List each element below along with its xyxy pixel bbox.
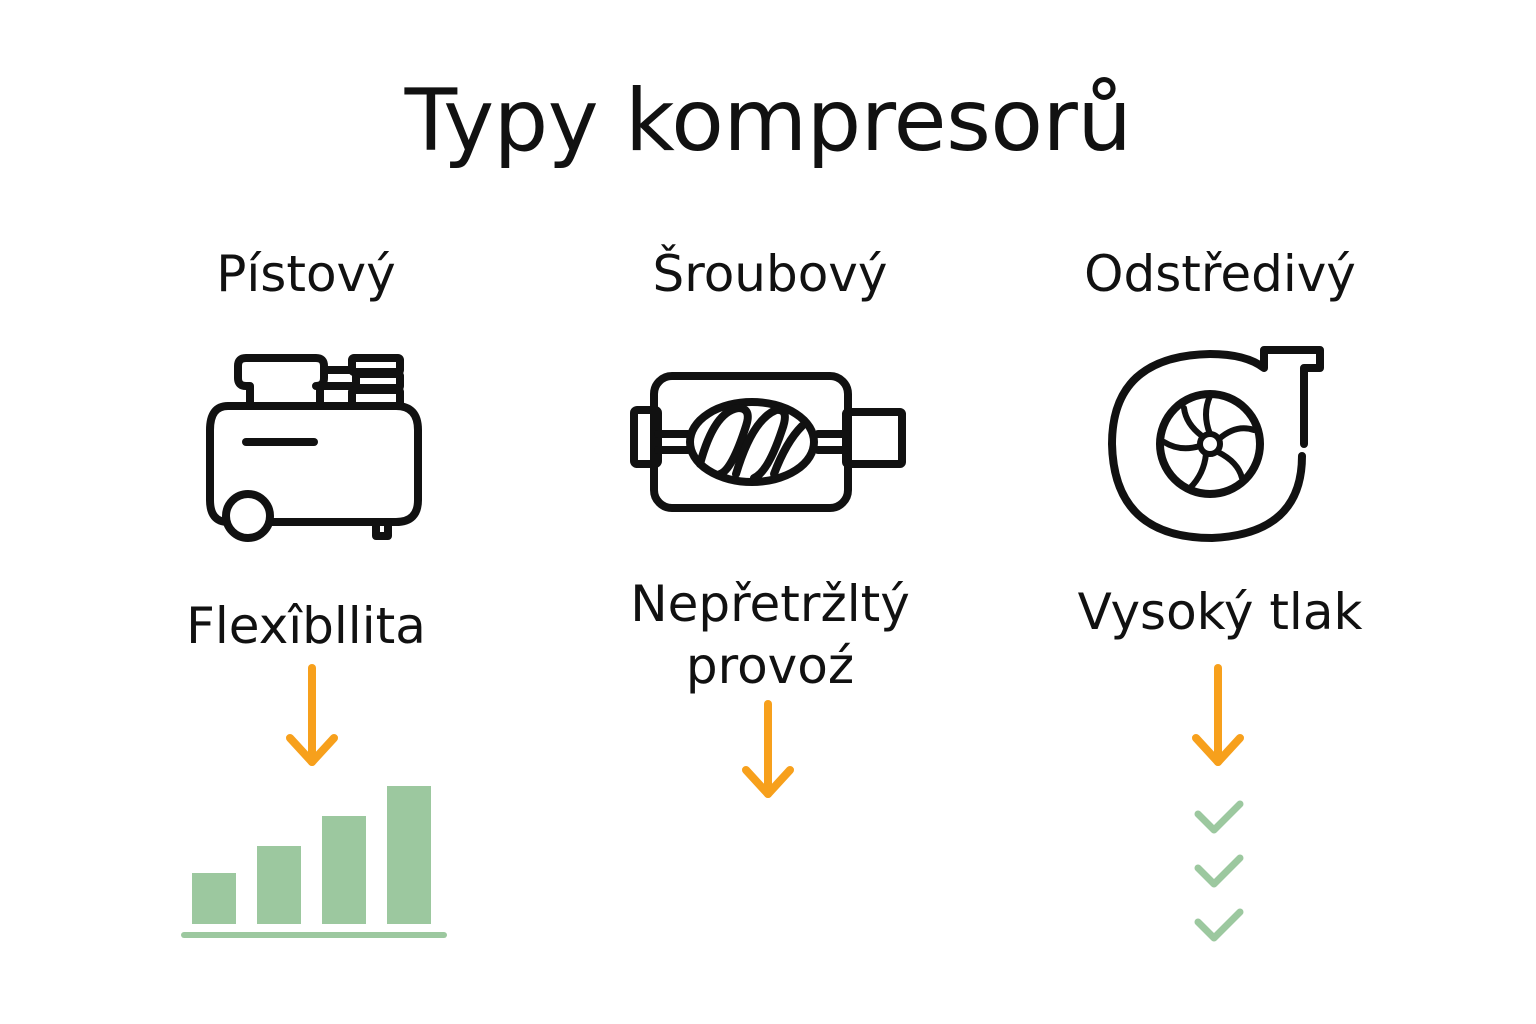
feature-screw-line2: provoź (685, 637, 855, 695)
column-heading-centrifugal: Odstředivý (1084, 245, 1356, 303)
column-heading-screw: Šroubový (652, 245, 888, 303)
feature-centrifugal: Vysoký tlak (1077, 583, 1363, 641)
arrow-down-icon (286, 664, 338, 766)
screw-compressor-icon (630, 372, 906, 512)
checkmark-icon (1194, 854, 1244, 888)
bar-4 (387, 786, 431, 924)
centrifugal-compressor-icon (1108, 346, 1324, 542)
piston-compressor-icon (206, 354, 422, 542)
column-heading-piston: Pístový (216, 245, 396, 303)
bar-2 (257, 846, 301, 924)
arrow-down-icon (1192, 664, 1244, 766)
checkmark-icon (1194, 800, 1244, 834)
checkmarks-icon (1194, 800, 1244, 942)
checkmark-icon (1194, 908, 1244, 942)
column-piston: Pístový Flexîbllita (96, 0, 516, 1024)
column-centrifugal: Odstředivý Vysoký tlak (1010, 0, 1430, 1024)
bar-3 (322, 816, 366, 924)
page-title: Typy kompresorů (404, 71, 1132, 171)
feature-piston: Flexîbllita (186, 597, 426, 655)
feature-screw-line1: Nepřetržltý (630, 575, 910, 633)
bar-chart-icon (181, 786, 447, 938)
arrow-down-icon (742, 700, 794, 798)
column-screw: Šroubový Nepřetržltý provoź (560, 0, 980, 1024)
bar-1 (192, 873, 236, 924)
